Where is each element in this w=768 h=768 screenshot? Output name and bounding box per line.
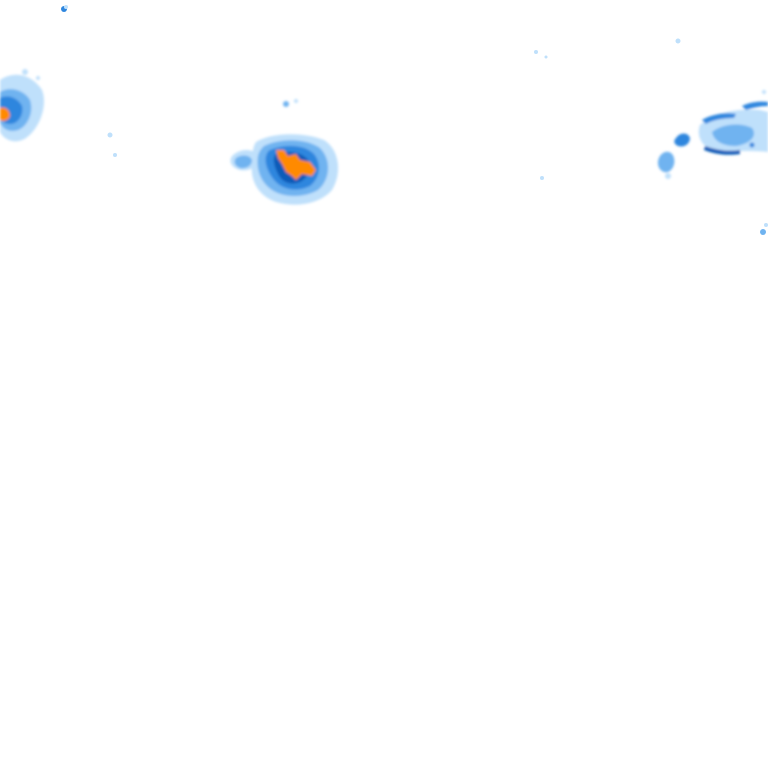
echo-light-speck [113,153,117,157]
echo-medium-fleck [657,151,675,173]
echo-light-speck [675,38,681,44]
echo-light-speck [64,5,68,9]
echo-light-speck [534,50,538,54]
echo-strong-line [742,101,768,110]
echo-medium-speck [760,229,766,235]
precip-echo-west [0,69,45,142]
echo-strong-fleck [749,142,755,148]
echo-light-fleck [665,173,671,179]
echo-heavy-line [704,146,740,155]
echo-strong-line [702,113,736,124]
precip-echo-central-cell [230,99,339,205]
precip-specks-scattered [107,38,768,235]
echo-light-fleck [36,76,40,80]
echo-light-fleck [283,101,289,107]
echo-light-speck [107,132,113,138]
echo-strong-fleck [674,133,690,147]
echo-light-speck [540,176,544,180]
echo-medium-lobe [234,155,252,169]
echo-light-fleck [22,69,28,75]
echo-medium-band [712,124,755,146]
echo-extreme-core [276,150,316,180]
echo-light-fleck [294,99,298,103]
echo-extreme-core [0,107,10,121]
echo-light-speck [764,223,768,227]
precip-speck-topleft [61,5,68,12]
echo-light-speck [544,55,548,59]
echo-light-fleck [762,90,766,94]
precip-echo-east-band [657,90,768,179]
